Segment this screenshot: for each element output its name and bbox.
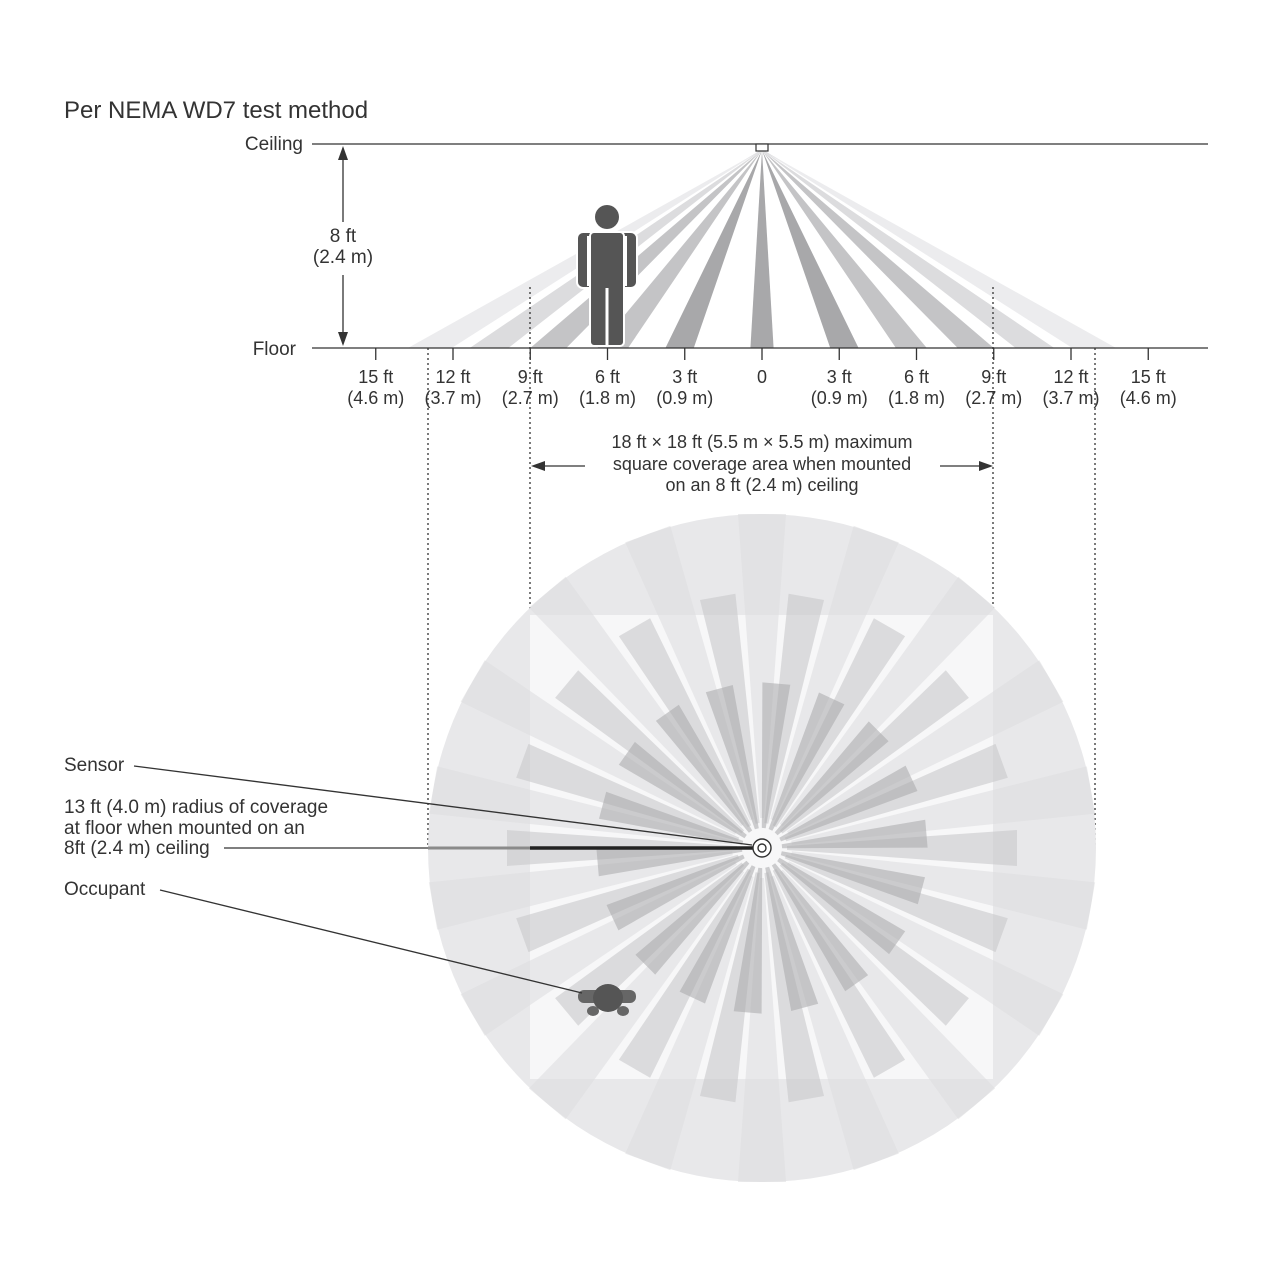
sensor-side-icon	[755, 143, 769, 152]
top-beam	[774, 721, 889, 836]
tick-label-ft: 15 ft	[358, 367, 393, 387]
tick-label-ft: 15 ft	[1131, 367, 1166, 387]
top-beam	[618, 868, 752, 1078]
height-m-label: (2.4 m)	[313, 247, 373, 268]
top-beam	[772, 618, 906, 828]
tick-label-m: (0.9 m)	[656, 388, 713, 408]
diagram-title: Per NEMA WD7 test method	[64, 97, 368, 124]
tick-label-m: (3.7 m)	[424, 388, 481, 408]
tick-label-ft: 3 ft	[672, 367, 697, 387]
side-beam	[597, 150, 762, 348]
callouts: Sensor 13 ft (4.0 m) radius of coverage …	[64, 755, 753, 994]
top-beam	[765, 866, 819, 1011]
tick-label-m: (3.7 m)	[1042, 388, 1099, 408]
arrow-down-icon	[338, 332, 348, 346]
radius-callout-line1: 13 ft (4.0 m) radius of coverage	[64, 797, 328, 818]
top-beam	[787, 830, 1017, 866]
sensor-leader	[133, 765, 753, 846]
sensor-top-icon	[752, 838, 772, 858]
occupant-leader	[159, 889, 583, 994]
top-beam	[599, 791, 744, 845]
coverage-note-line1: 18 ft × 18 ft (5.5 m × 5.5 m) maximum	[611, 432, 912, 452]
side-beam	[762, 150, 994, 348]
side-beam	[762, 150, 859, 348]
tick-label-ft: 6 ft	[595, 367, 620, 387]
height-dimension: 8 ft (2.4 m)	[313, 146, 373, 346]
top-beam	[787, 660, 1064, 835]
top-beam	[768, 692, 845, 831]
tick-label-m: (1.8 m)	[579, 388, 636, 408]
top-beam	[528, 576, 745, 827]
top-beam	[780, 851, 925, 905]
ceiling-label: Ceiling	[245, 134, 303, 155]
side-beam	[530, 150, 762, 348]
top-beam	[460, 861, 737, 1036]
side-beam	[750, 150, 774, 348]
top-beam	[771, 863, 869, 992]
floor-ticks: 15 ft(4.6 m)12 ft(3.7 m)9 ft(2.7 m)6 ft(…	[347, 348, 1177, 408]
top-beam	[606, 854, 745, 931]
tick-label-ft: 0	[757, 367, 767, 387]
tick-label-ft: 6 ft	[904, 367, 929, 387]
tick-label-m: (4.6 m)	[1120, 388, 1177, 408]
tick-label-ft: 12 ft	[435, 367, 470, 387]
top-beam	[555, 670, 745, 834]
top-beam	[781, 819, 928, 849]
arrow-left-icon	[531, 461, 545, 471]
top-beam	[738, 878, 786, 1182]
top-beam	[770, 875, 899, 1171]
tick-label-ft: 12 ft	[1053, 367, 1088, 387]
tick-label-m: (0.9 m)	[811, 388, 868, 408]
top-beam	[428, 851, 733, 930]
side-beam	[665, 150, 762, 348]
top-beam	[738, 514, 786, 818]
tick-label-ft: 9 ft	[981, 367, 1006, 387]
top-beam	[700, 872, 760, 1103]
top-beam	[679, 865, 756, 1004]
side-beam	[762, 150, 1055, 348]
top-beam	[764, 593, 824, 824]
side-view: Ceiling Floor 8 ft (2.4 m) 15 ft(4.6 m)1…	[245, 134, 1208, 408]
side-beam	[762, 150, 927, 348]
top-beam	[779, 765, 918, 842]
occupant-top-icon	[578, 984, 636, 1016]
tick-label-m: (1.8 m)	[888, 388, 945, 408]
top-beam	[635, 860, 750, 975]
top-beam	[705, 685, 759, 830]
side-beam	[762, 150, 1117, 348]
top-beam	[516, 743, 740, 842]
radius-callout-line2: at floor when mounted on an	[64, 818, 305, 839]
top-beam	[784, 854, 1008, 953]
top-beams	[428, 514, 1096, 1182]
top-beam	[596, 847, 743, 877]
top-beam	[618, 741, 747, 839]
person-standing-icon	[576, 205, 638, 347]
top-beam	[777, 857, 906, 955]
tick-label-ft: 3 ft	[827, 367, 852, 387]
floor-label: Floor	[253, 339, 297, 360]
coverage-note-line2: square coverage area when mounted	[613, 454, 911, 474]
tick-label-m: (4.6 m)	[347, 388, 404, 408]
occupant-callout: Occupant	[64, 879, 146, 900]
coverage-note-line3: on an 8 ft (2.4 m) ceiling	[665, 475, 858, 495]
tick-label-m: (2.7 m)	[965, 388, 1022, 408]
top-beam	[655, 704, 753, 833]
radius-callout-line3: 8ft (2.4 m) ceiling	[64, 838, 210, 859]
top-beam	[625, 525, 754, 821]
top-beam	[761, 682, 791, 829]
top-beam	[791, 766, 1096, 845]
arrow-up-icon	[338, 146, 348, 160]
sensor-callout: Sensor	[64, 755, 125, 776]
height-ft-label: 8 ft	[330, 226, 357, 247]
coverage-note: 18 ft × 18 ft (5.5 m × 5.5 m) maximum sq…	[531, 432, 993, 495]
top-beam	[733, 867, 763, 1014]
side-beams	[407, 149, 1117, 349]
top-beam	[779, 862, 969, 1026]
arrow-right-icon	[979, 461, 993, 471]
top-beam	[779, 869, 996, 1120]
top-view	[428, 514, 1096, 1182]
